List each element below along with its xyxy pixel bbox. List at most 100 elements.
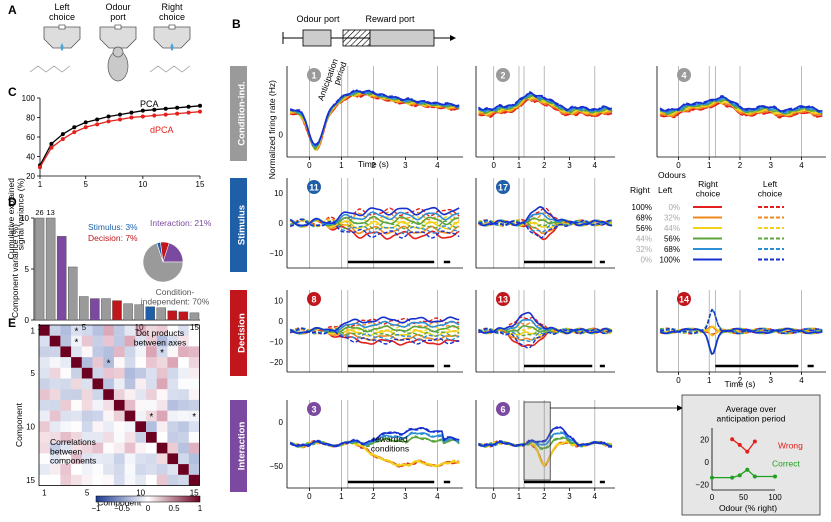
e-y-label: Component — [14, 402, 24, 447]
x-tick-label: 2 — [371, 161, 376, 170]
matrix-cell — [146, 443, 157, 454]
x-tick-label: 3 — [567, 492, 572, 501]
matrix-cell — [178, 399, 189, 411]
x-tick-label: 1 — [707, 161, 712, 170]
x-tick-label: 3 — [567, 161, 572, 170]
matrix-cell — [39, 335, 50, 347]
d-bar — [134, 304, 144, 321]
c-point — [129, 110, 134, 115]
matrix-cell — [178, 335, 189, 347]
pie-slice — [160, 241, 170, 263]
matrix-cell — [39, 442, 50, 454]
c-point — [152, 107, 157, 112]
matrix-cell — [92, 346, 104, 358]
matrix-cell — [103, 335, 114, 347]
legend-right-pct: 0% — [640, 256, 652, 265]
d-top-label: 13 — [46, 208, 54, 217]
d-bar — [112, 300, 122, 321]
d-y-tick-label: 0 — [25, 316, 30, 325]
legend-left-pct: 68% — [664, 245, 680, 254]
matrix-cell — [49, 399, 61, 411]
c-point — [140, 108, 145, 113]
matrix-cell — [188, 410, 200, 422]
legend-right-pct: 32% — [636, 245, 652, 254]
d-bar — [145, 306, 155, 321]
d-interaction-label: Interaction: 21% — [150, 218, 212, 228]
matrix-cell — [39, 464, 50, 475]
c-pca-label: PCA — [140, 99, 159, 109]
matrix-cell — [124, 453, 136, 465]
water-drop-icon — [170, 43, 174, 51]
c-point — [60, 132, 65, 137]
x-tick-label: 0 — [491, 161, 496, 170]
matrix-cell — [188, 453, 200, 465]
matrix-cell — [39, 410, 50, 422]
d-bar — [189, 312, 200, 321]
matrix-cell — [92, 442, 104, 454]
matrix-cell — [146, 346, 157, 358]
panel-letter-d: D — [8, 195, 17, 209]
x-tick-label: 3 — [403, 492, 408, 501]
inset-box — [681, 394, 821, 516]
inset-point — [730, 475, 735, 480]
c-point — [49, 145, 54, 150]
c-point — [118, 117, 122, 122]
matrix-cell — [113, 442, 125, 454]
trace-right-choice — [289, 92, 460, 150]
c-y-tick-label: 60 — [26, 133, 35, 142]
trace-panel: 17 — [475, 178, 615, 269]
matrix-cell — [103, 421, 114, 432]
component-number: 8 — [311, 295, 316, 305]
y-axis-label: Normalized firing rate (Hz) — [267, 80, 277, 179]
c-x-tick-label: 10 — [138, 180, 147, 189]
matrix-cell — [92, 389, 104, 400]
e-y-tick-label: 1 — [31, 326, 36, 335]
e-x-tick-label: 15 — [190, 489, 199, 498]
row-label: Stimulus — [236, 205, 247, 245]
matrix-cell — [178, 432, 189, 443]
matrix-cell — [114, 421, 125, 432]
colorbar-tick-label: 0 — [146, 504, 151, 513]
matrix-cell — [124, 325, 136, 336]
matrix-cell — [71, 410, 82, 422]
port-box — [99, 26, 137, 49]
matrix-cell — [135, 346, 146, 358]
component-number: 1 — [311, 71, 316, 81]
y-tick-label: 0 — [279, 317, 284, 326]
e-x-tick-label: 10 — [136, 489, 145, 498]
matrix-cell — [71, 421, 82, 432]
matrix-cell — [156, 367, 168, 379]
matrix-cell — [103, 389, 114, 400]
x-tick-label: 1 — [517, 492, 522, 501]
matrix-cell — [49, 389, 61, 400]
matrix-cell — [167, 464, 179, 475]
d-top-label: 26 — [35, 208, 43, 217]
matrix-cell — [49, 442, 61, 454]
x-tick-label: 1 — [339, 492, 344, 501]
matrix-cell — [60, 378, 72, 390]
e-x-tick-label: 5 — [85, 489, 90, 498]
matrix-cell — [167, 421, 179, 432]
matrix-cell — [146, 378, 157, 390]
c-point — [152, 113, 157, 118]
matrix-cell — [146, 421, 157, 432]
matrix-cell — [114, 432, 125, 443]
y-tick-label: 0 — [279, 418, 284, 427]
matrix-cell — [156, 378, 168, 390]
matrix-cell — [92, 325, 104, 336]
matrix-cell — [124, 367, 136, 379]
port-box — [43, 26, 81, 49]
matrix-cell — [178, 474, 189, 486]
matrix-cell — [178, 379, 189, 390]
matrix-frame — [38, 324, 200, 486]
panel-letter-e: E — [8, 316, 16, 330]
matrix-cell — [188, 442, 200, 454]
y-tick-label: −10 — [269, 337, 283, 346]
row-label: Condition-ind. — [236, 81, 247, 145]
